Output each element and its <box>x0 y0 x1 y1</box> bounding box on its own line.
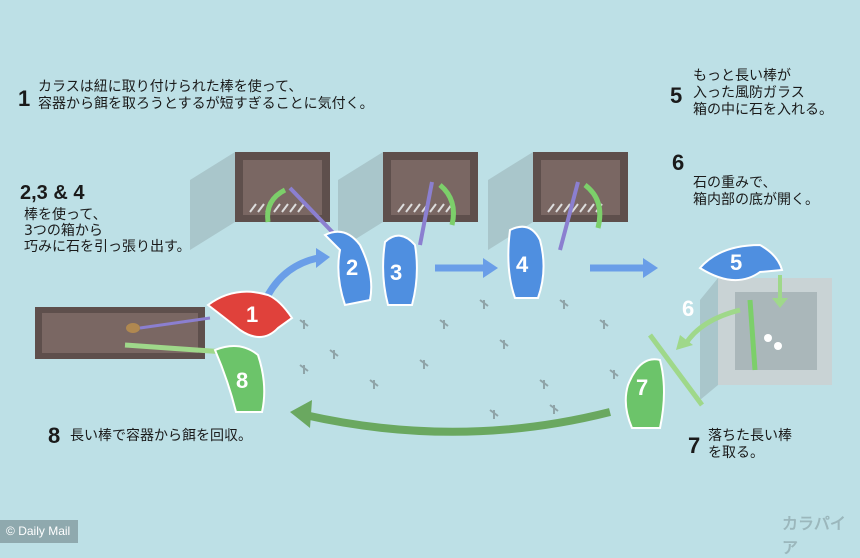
sticks <box>288 181 580 251</box>
step-6-line-1: 石の重みで、 <box>693 175 777 191</box>
footprints <box>299 299 619 419</box>
svg-text:4: 4 <box>516 252 529 277</box>
step-5-number: 5 <box>670 83 683 108</box>
glass-box <box>718 278 832 385</box>
credit-badge: © Daily Mail <box>0 520 78 543</box>
drop-arrows <box>265 183 603 229</box>
return-arrow <box>304 408 611 436</box>
step-8-number: 8 <box>48 423 61 448</box>
step-6-label: 6 <box>682 296 694 321</box>
step-6-line-2: 箱内部の底が開く。 <box>693 192 819 208</box>
stick-fall-arrow <box>682 307 741 347</box>
crow-5: 5 <box>698 243 784 282</box>
svg-text:2: 2 <box>346 255 358 280</box>
svg-text:3: 3 <box>390 260 402 285</box>
svg-text:5: 5 <box>730 250 742 275</box>
step-234-line-1: 棒を使って、 <box>24 207 107 223</box>
step-234-line-2: 3つの箱から <box>24 223 103 239</box>
crow-4: 4 <box>507 225 545 299</box>
svg-text:7: 7 <box>636 375 648 400</box>
food-container <box>35 307 226 359</box>
step-5-line-3: 箱の中に石を入れる。 <box>693 102 833 118</box>
svg-text:8: 8 <box>236 368 248 393</box>
stone-box-1 <box>235 152 330 222</box>
flow-arrows <box>264 254 645 297</box>
flow-arrowheads <box>316 248 658 278</box>
crow-1: 1 <box>206 290 294 338</box>
step-1-line-2: 容器から餌を取ろうとするが短すぎることに気付く。 <box>38 96 374 112</box>
credit-text: Daily Mail <box>18 524 71 538</box>
crow-8: 8 <box>213 345 266 413</box>
step-7-line-2: を取る。 <box>708 445 764 461</box>
step-234-number: 2,3 & 4 <box>20 182 85 204</box>
return-arrowhead <box>290 400 312 428</box>
step-7-number: 7 <box>688 433 701 458</box>
step-5-line-2: 入った風防ガラス <box>693 85 805 101</box>
step-6-number: 6 <box>672 150 685 175</box>
stone-box-3 <box>533 152 628 222</box>
step-1-line-1: カラスは紐に取り付けられた棒を使って、 <box>38 79 303 95</box>
step-234-line-3: 巧みに石を引っ張り出す。 <box>24 239 191 255</box>
step-8-line-1: 長い棒で容器から餌を回収。 <box>70 428 252 444</box>
step-5-line-1: もっと長い棒が <box>693 68 791 84</box>
watermark: カラパイア <box>782 514 846 557</box>
step-7-line-1: 落ちた長い棒 <box>708 428 792 444</box>
step-1-number: 1 <box>18 86 31 111</box>
crow-7: 7 <box>624 358 665 429</box>
diagram-art: 1 2 3 4 5 6 7 8 <box>35 152 832 436</box>
svg-text:1: 1 <box>246 302 258 327</box>
crow-3: 3 <box>382 234 418 306</box>
crow-2: 2 <box>323 230 373 307</box>
